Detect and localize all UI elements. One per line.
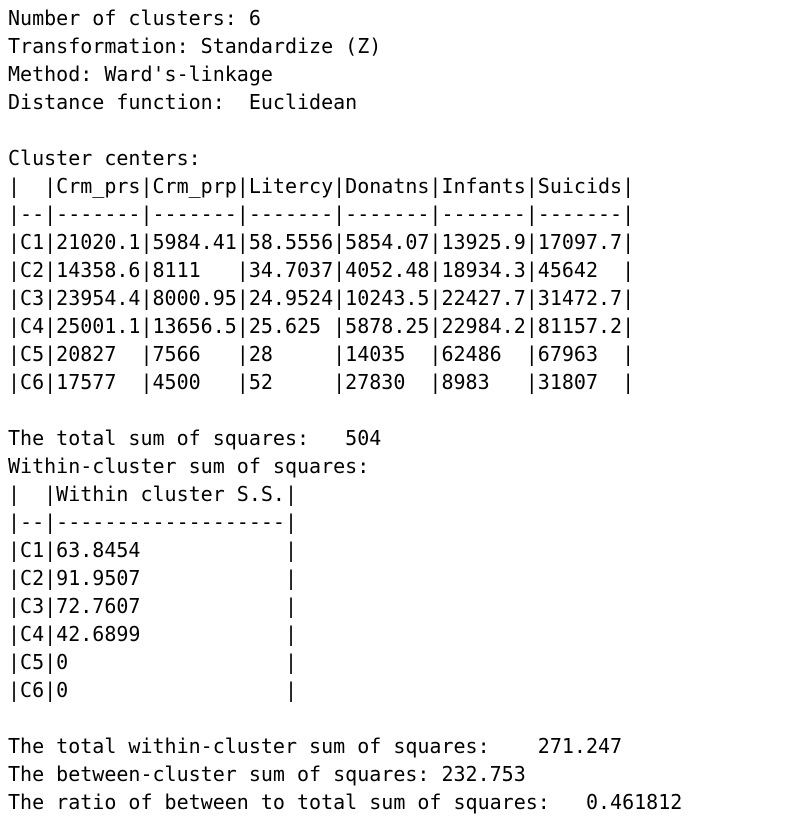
transformation: Transformation: Standardize (Z) [8, 34, 382, 58]
centers-table-row-c6: |C6|17577 |4500 |52 |27830 |8983 |31807 … [8, 370, 635, 394]
within-table-row-c4: |C4|42.6899 | [8, 622, 297, 646]
between-total-ratio: The ratio of between to total sum of squ… [8, 790, 683, 814]
spacer [8, 704, 806, 732]
total-sum-of-squares: The total sum of squares: 504 [8, 426, 382, 450]
centers-table-row-c5: |C5|20827 |7566 |28 |14035 |62486 |67963… [8, 342, 635, 366]
within-table-rule: |--|-------------------| [8, 510, 297, 534]
spacer [8, 396, 806, 424]
centers-table-row-c1: |C1|21020.1|5984.41|58.5556|5854.07|1392… [8, 230, 635, 254]
centers-table-header: | |Crm_prs|Crm_prp|Litercy|Donatns|Infan… [8, 174, 635, 198]
method: Method: Ward's-linkage [8, 62, 273, 86]
cluster-centers-title: Cluster centers: [8, 146, 201, 170]
within-table-row-c5: |C5|0 | [8, 650, 297, 674]
number-of-clusters: Number of clusters: 6 [8, 6, 261, 30]
between-cluster-ss: The between-cluster sum of squares: 232.… [8, 762, 526, 786]
within-table-row-c2: |C2|91.9507 | [8, 566, 297, 590]
centers-table-row-c4: |C4|25001.1|13656.5|25.625 |5878.25|2298… [8, 314, 635, 338]
within-table-row-c3: |C3|72.7607 | [8, 594, 297, 618]
within-table-row-c1: |C1|63.8454 | [8, 538, 297, 562]
total-within-cluster-ss: The total within-cluster sum of squares:… [8, 734, 623, 758]
centers-table-row-c3: |C3|23954.4|8000.95|24.9524|10243.5|2242… [8, 286, 635, 310]
centers-table-rule: |--|-------|-------|-------|-------|----… [8, 202, 635, 226]
distance-function: Distance function: Euclidean [8, 90, 358, 114]
within-table-header: | |Within cluster S.S.| [8, 482, 297, 506]
within-table-row-c6: |C6|0 | [8, 678, 297, 702]
spacer [8, 116, 806, 144]
within-cluster-title: Within-cluster sum of squares: [8, 454, 370, 478]
centers-table-row-c2: |C2|14358.6|8111 |34.7037|4052.48|18934.… [8, 258, 635, 282]
